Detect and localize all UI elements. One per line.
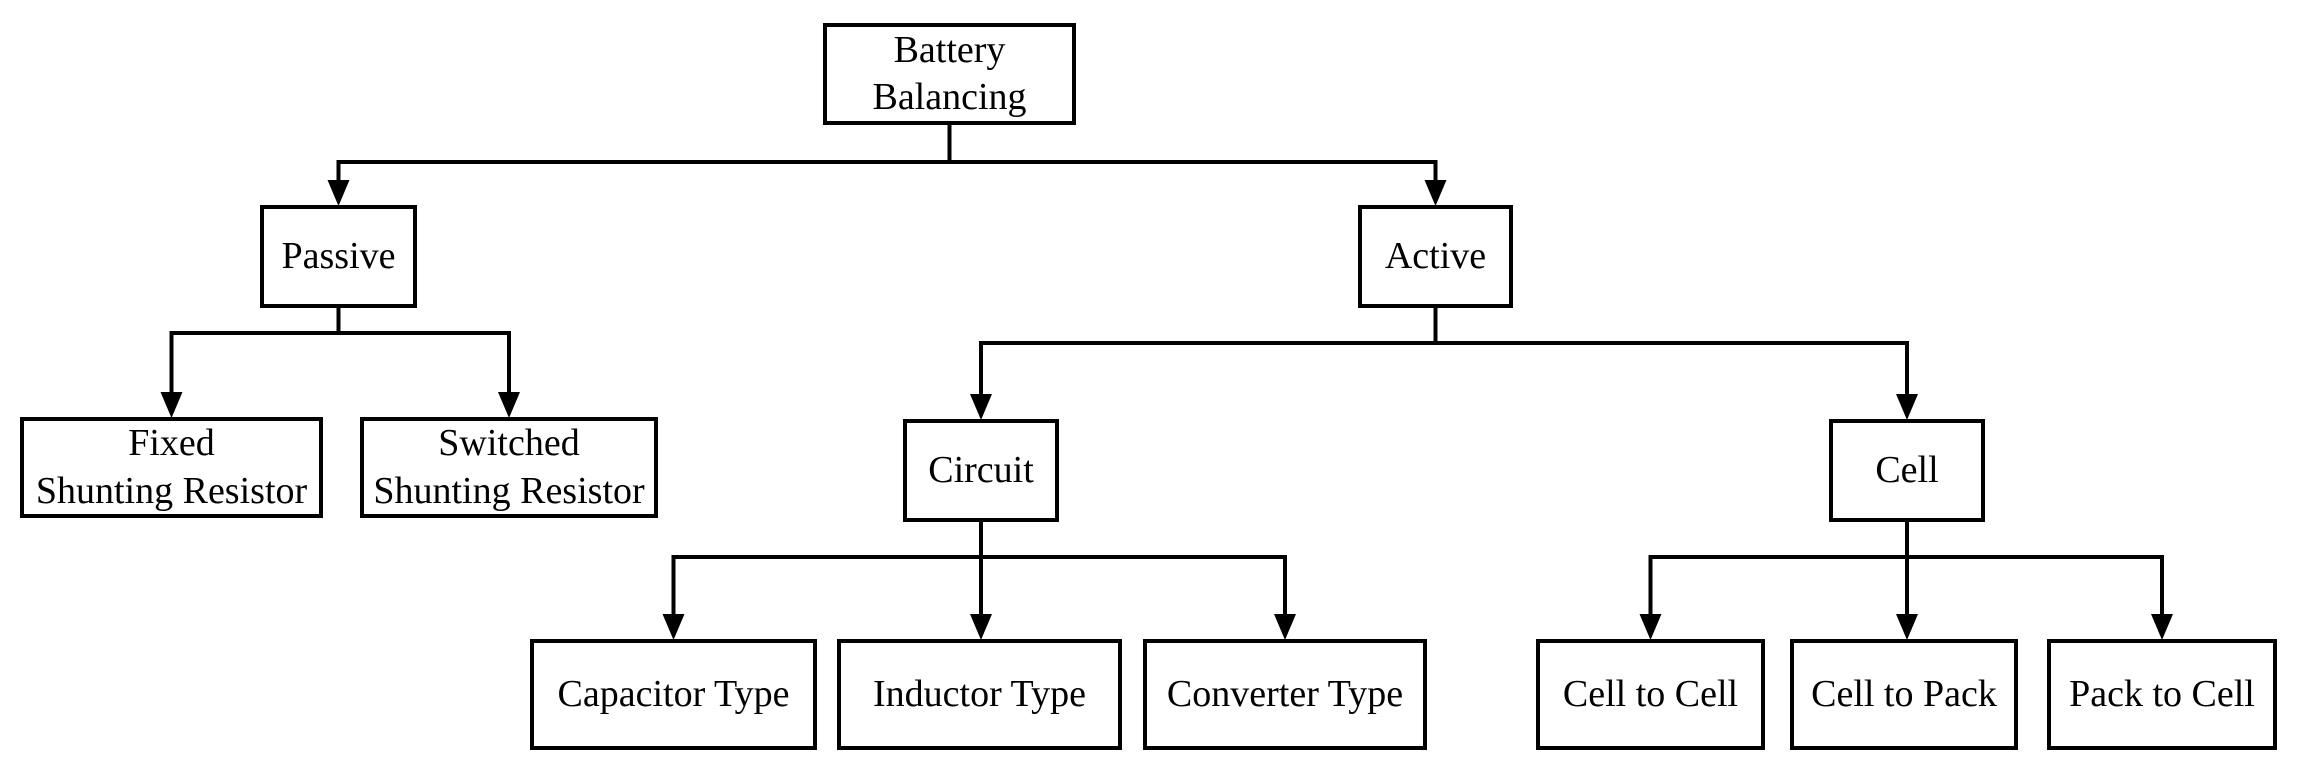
- arrowhead-into-inductor-type: [970, 614, 992, 640]
- arrowhead-into-cell-to-pack: [1896, 614, 1918, 640]
- node-converter-type: Converter Type: [1143, 639, 1427, 750]
- edge-passive-to-children: [169, 306, 511, 398]
- edge-root-to-passive-active: [336, 123, 1438, 187]
- arrowhead-into-passive: [327, 180, 350, 206]
- node-switched-shunting-resistor: Switched Shunting Resistor: [360, 417, 658, 518]
- node-active: Active: [1358, 205, 1513, 308]
- arrowhead-into-converter-type: [1274, 614, 1296, 640]
- edge-circuit-to-children: [671, 520, 1287, 620]
- arrowhead-into-switched-shunting: [498, 392, 520, 418]
- arrowhead-into-cell: [1896, 394, 1918, 420]
- node-battery-balancing: Battery Balancing: [823, 23, 1076, 125]
- arrowhead-into-fixed-shunting: [160, 392, 183, 418]
- edge-active-to-children: [979, 306, 1909, 400]
- edge-cell-to-children: [1648, 520, 2164, 620]
- arrowhead-into-circuit: [970, 394, 992, 420]
- node-cell: Cell: [1829, 419, 1985, 522]
- node-fixed-shunting-resistor: Fixed Shunting Resistor: [20, 417, 323, 518]
- arrowhead-into-capacitor-type: [662, 614, 685, 640]
- node-circuit: Circuit: [903, 419, 1059, 522]
- arrowhead-into-cell-to-cell: [1639, 614, 1662, 640]
- arrowhead-into-pack-to-cell: [2151, 614, 2173, 640]
- node-cell-to-cell: Cell to Cell: [1536, 639, 1765, 750]
- node-passive: Passive: [260, 205, 417, 308]
- node-inductor-type: Inductor Type: [837, 639, 1122, 750]
- arrowhead-into-active: [1424, 180, 1447, 206]
- node-pack-to-cell: Pack to Cell: [2047, 639, 2277, 750]
- node-capacitor-type: Capacitor Type: [530, 639, 817, 750]
- node-cell-to-pack: Cell to Pack: [1790, 639, 2018, 750]
